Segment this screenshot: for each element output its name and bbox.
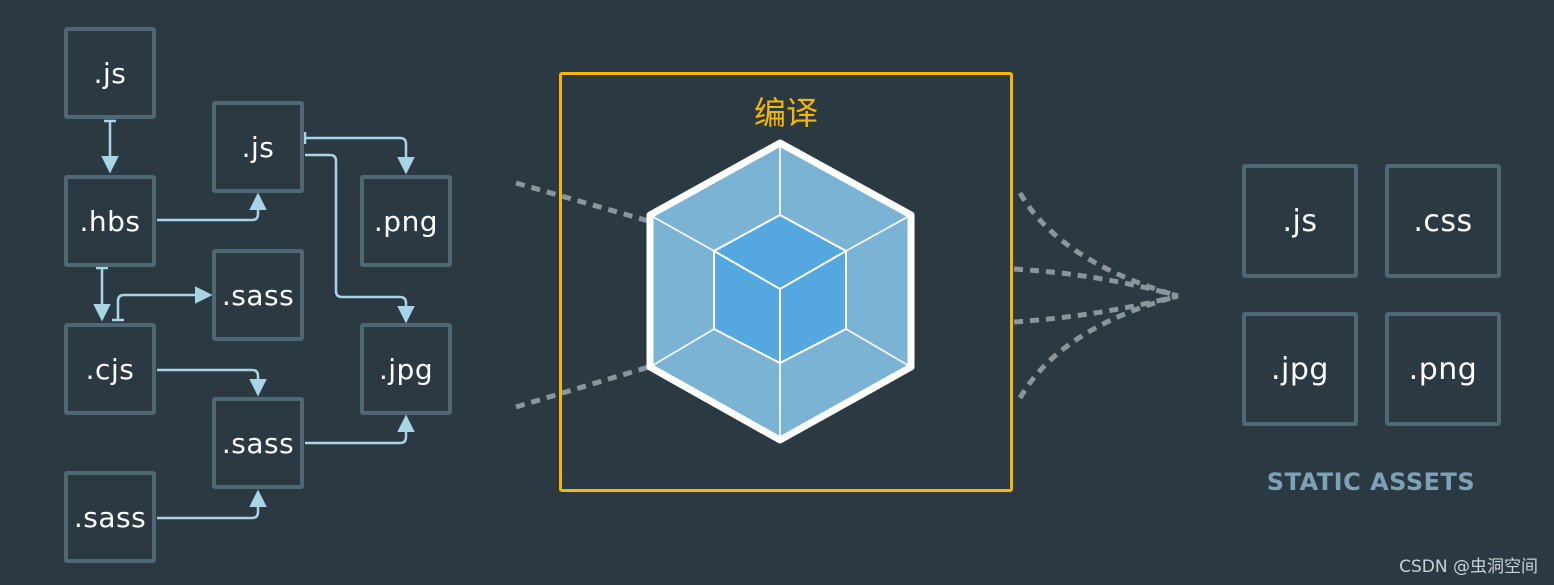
arrow-sass3-to-sass2 xyxy=(157,489,267,520)
output-label: .jpg xyxy=(1271,351,1329,387)
source-label: .sass xyxy=(73,500,147,534)
source-sass-file-2: .sass xyxy=(212,249,304,341)
compiler-label: 编译 xyxy=(753,94,818,132)
source-label: .cjs xyxy=(85,352,135,386)
output-css-asset: .css xyxy=(1385,164,1501,278)
source-label: .jpg xyxy=(378,352,434,386)
static-assets-caption: STATIC ASSETS xyxy=(1266,468,1476,496)
source-png-file: .png xyxy=(360,175,452,267)
dashed-line-out-1 xyxy=(1017,191,1179,299)
output-jpg-asset: .jpg xyxy=(1242,312,1358,426)
source-label: .hbs xyxy=(79,204,141,238)
arrow-sass2-to-jpg xyxy=(305,414,415,445)
source-sass-file: .sass xyxy=(64,471,156,563)
source-jpg-file: .jpg xyxy=(360,323,452,415)
source-cjs-file: .cjs xyxy=(64,323,156,415)
arrow-cjs-to-sass xyxy=(116,286,213,320)
source-label: .png xyxy=(373,204,439,238)
compiler-frame xyxy=(559,72,1013,492)
source-label: .sass xyxy=(221,278,295,312)
source-js-file-2: .js xyxy=(212,101,304,193)
output-label: .png xyxy=(1408,351,1478,387)
source-label: .sass xyxy=(221,426,295,460)
output-js-asset: .js xyxy=(1242,164,1358,278)
dashed-line-out-2 xyxy=(1013,266,1179,299)
source-label: .js xyxy=(93,56,127,90)
watermark: CSDN @虫洞空间 xyxy=(1399,557,1538,577)
arrow-hbs-to-js xyxy=(157,192,267,222)
dashed-line-in-top xyxy=(515,180,653,225)
arrow-js-to-jpg xyxy=(305,153,415,324)
dashed-line-out-4 xyxy=(1017,293,1179,400)
dashed-line-in-bottom xyxy=(515,363,653,410)
source-js-file: .js xyxy=(64,27,156,119)
source-label: .js xyxy=(241,130,275,164)
dashed-line-out-3 xyxy=(1013,293,1179,325)
source-hbs-file: .hbs xyxy=(64,175,156,267)
output-png-asset: .png xyxy=(1385,312,1501,426)
arrow-js-to-png xyxy=(305,136,415,175)
source-sass-file-3: .sass xyxy=(212,397,304,489)
webpack-cube-icon xyxy=(646,139,915,444)
arrow-cjs-to-sass2 xyxy=(157,368,267,397)
output-label: .css xyxy=(1413,203,1473,239)
output-label: .js xyxy=(1282,203,1318,239)
